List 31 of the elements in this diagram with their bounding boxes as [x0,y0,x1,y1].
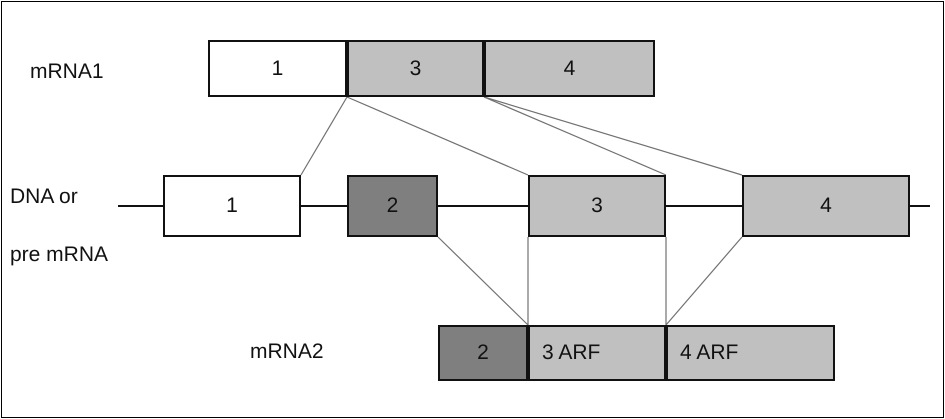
mapping-line [484,96,742,176]
exon-box [438,325,528,381]
exon-number: 4 [564,56,576,80]
exon-box [528,325,666,381]
exon-number: 2 [386,194,398,218]
sequence-label: DNA or pre mRNA [10,184,110,268]
exon-number: 3 [410,56,422,80]
exon-number: 3 ARF [542,341,600,365]
exon-box [484,40,655,97]
mapping-line [300,96,348,176]
mapping-line [527,237,529,325]
exon-number: 1 [272,56,284,80]
exon-number: 4 ARF [680,341,738,365]
exon-box [163,175,301,237]
exon-number: 2 [477,341,489,365]
exon-box [666,325,835,381]
exon-number: 4 [820,194,832,218]
mapping-line [665,237,667,325]
exon-box [347,175,438,237]
exon-box [347,40,484,97]
mapping-line [484,96,666,176]
mapping-line [346,96,528,176]
mapping-line [666,236,742,326]
exon-box [528,175,666,237]
exon-box [208,40,347,97]
exon-box [742,175,910,237]
exon-number: 1 [226,194,238,218]
mapping-line [438,236,528,326]
sequence-label: mRNA1 [30,60,105,84]
sequence-label: mRNA2 [250,340,325,364]
exon-number: 3 [591,194,603,218]
